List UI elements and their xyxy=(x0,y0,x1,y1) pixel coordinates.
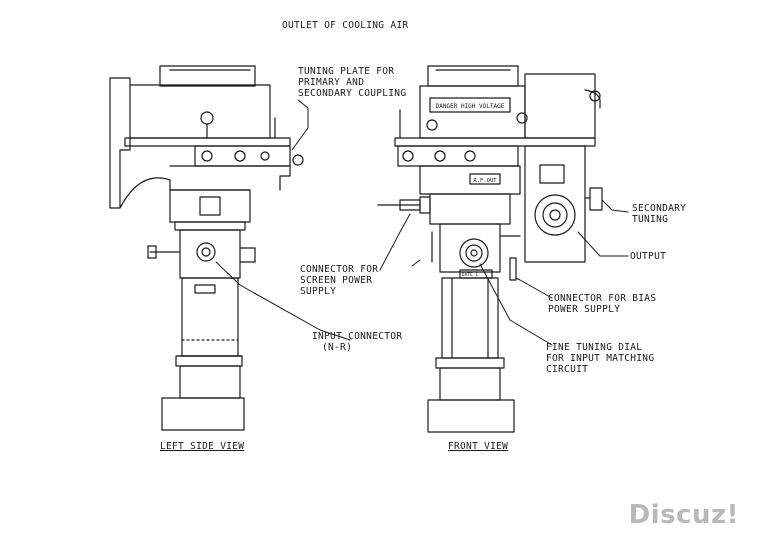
input-connector-label-2: (N-R) xyxy=(322,342,353,353)
screen-connector-label-1: CONNECTOR FOR xyxy=(300,264,379,275)
discuz-watermark: Discuz! xyxy=(628,500,739,530)
tuning-plate-label-1: TUNING PLATE FOR xyxy=(298,66,395,77)
rf-out-plate-text: R.F.OUT xyxy=(473,178,497,184)
output-label: OUTPUT xyxy=(630,251,667,262)
left-side-view-caption: LEFT SIDE VIEW xyxy=(160,441,245,452)
screen-connector-label-2: SCREEN POWER xyxy=(300,275,373,286)
screen-connector-label-3: SUPPLY xyxy=(300,286,337,297)
tuning-plate-label-2: PRIMARY AND xyxy=(298,77,365,88)
fine-tuning-label-3: CIRCUIT xyxy=(546,364,589,375)
front-view xyxy=(377,65,603,433)
outlet-label: OUTLET OF COOLING AIR xyxy=(282,20,409,31)
input-connector-label-1: INPUT CONNECTOR xyxy=(312,331,403,342)
secondary-tuning-label-2: TUNING xyxy=(632,214,669,225)
danger-plate-text: DANGER HIGH VOLTAGE xyxy=(436,103,505,110)
left-side-view xyxy=(109,65,304,431)
bias-connector-label-2: POWER SUPPLY xyxy=(548,304,621,315)
tuning-plate-label-3: SECONDARY COUPLING xyxy=(298,88,407,99)
front-small-plate-text: DATE 1 xyxy=(462,272,479,278)
fine-tuning-label-1: FINE TUNING DIAL xyxy=(546,342,643,353)
bias-connector-label-1: CONNECTOR FOR BIAS xyxy=(548,293,657,304)
front-view-caption: FRONT VIEW xyxy=(448,441,509,452)
plate-texts: DANGER HIGH VOLTAGE R.F.OUT DATE 1 xyxy=(436,103,505,278)
leader-lines xyxy=(215,99,629,346)
secondary-tuning-label-1: SECONDARY xyxy=(632,203,687,214)
fine-tuning-label-2: FOR INPUT MATCHING xyxy=(546,353,655,364)
